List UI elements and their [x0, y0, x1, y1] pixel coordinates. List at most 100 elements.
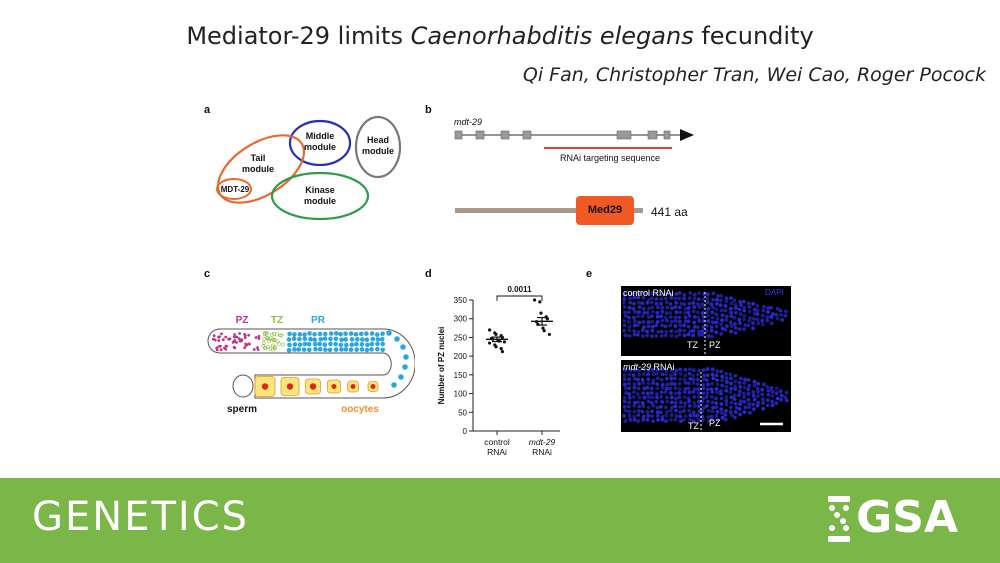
dapi-nucleus [655, 395, 659, 400]
dapi-nucleus [641, 306, 646, 311]
dapi-nucleus [669, 376, 674, 381]
dapi-nucleus [739, 303, 743, 307]
dapi-nucleus [622, 323, 627, 328]
tz-cell [262, 332, 267, 337]
dapi-nucleus [718, 298, 723, 303]
pr-cell [312, 337, 318, 342]
dapi-nucleus [720, 374, 725, 379]
dapi-nucleus [737, 389, 742, 394]
dapi-nucleus [645, 333, 650, 338]
dapi-nucleus [628, 417, 633, 422]
dapi-nucleus [688, 367, 692, 372]
dapi-nucleus [715, 369, 720, 374]
dapi-nucleus [678, 310, 683, 315]
dapi-nucleus [677, 386, 682, 391]
dapi-nucleus [632, 385, 637, 390]
dapi-nucleus [774, 401, 779, 406]
pz-cell [224, 347, 228, 351]
dapi-nucleus [655, 405, 660, 410]
pr-cell [369, 341, 375, 347]
dapi-nucleus [622, 413, 627, 418]
dapi-nucleus [650, 319, 655, 324]
dapi-nucleus [741, 391, 746, 396]
dapi-nucleus [701, 305, 706, 309]
pz-cell [215, 348, 219, 352]
dapi-nucleus [724, 402, 729, 407]
dapi-nucleus [641, 295, 646, 300]
y-tick-label: 150 [454, 371, 468, 380]
dapi-nucleus [623, 314, 628, 319]
y-axis-label: Number of PZ nuclei [437, 327, 446, 405]
dapi-nucleus [701, 417, 705, 422]
dapi-nucleus [755, 386, 760, 391]
dapi-nucleus [669, 395, 674, 400]
dapi-nucleus [645, 391, 650, 396]
pr-cell [369, 347, 374, 352]
dapi-nucleus [649, 334, 654, 339]
pz-cell [212, 334, 216, 338]
dapi-nucleus [696, 387, 701, 391]
dapi-nucleus [770, 389, 775, 394]
data-point [539, 311, 543, 315]
page-title: Mediator-29 limits Caenorhabditis elegan… [0, 22, 1000, 50]
dapi-nucleus [686, 332, 691, 337]
control-rnai-label: control RNAi [623, 288, 674, 298]
dapi-nucleus [636, 295, 641, 300]
dapi-nucleus [691, 377, 696, 382]
pr-cell [338, 331, 343, 337]
dapi-nucleus [719, 293, 724, 298]
pz-cell [243, 346, 247, 350]
dapi-nucleus [691, 419, 696, 424]
dapi-nucleus [659, 301, 663, 306]
pr-cell [343, 331, 348, 336]
dapi-nucleus [678, 328, 682, 333]
dapi-nucleus [743, 405, 748, 410]
dapi-nucleus [706, 314, 710, 319]
dapi-nucleus [664, 368, 669, 373]
dapi-nucleus [673, 417, 678, 422]
dapi-nucleus [696, 310, 700, 315]
med29-domain [576, 196, 634, 225]
pr-cell [370, 336, 376, 342]
dapi-nucleus [700, 329, 705, 334]
dapi-nucleus [752, 379, 757, 384]
dapi-nucleus [733, 384, 737, 389]
dapi-nucleus [645, 300, 650, 305]
dapi-nucleus [702, 291, 707, 296]
pr-cell [339, 347, 344, 352]
dapi-nucleus [724, 395, 729, 400]
dapi-nucleus [646, 324, 651, 329]
dapi-nucleus [770, 394, 775, 398]
dapi-nucleus [632, 414, 637, 419]
dapi-nucleus [656, 417, 660, 422]
dapi-nucleus [701, 391, 706, 396]
dapi-nucleus [642, 367, 647, 372]
dapi-nucleus [636, 386, 641, 391]
gsa-logo[interactable]: GSA [856, 492, 958, 543]
dapi-nucleus [696, 297, 701, 302]
dapi-nucleus [709, 417, 714, 422]
dapi-nucleus [673, 391, 678, 396]
dapi-nucleus [780, 318, 785, 322]
dapi-nucleus [765, 315, 770, 320]
data-point [488, 328, 492, 332]
journal-logo[interactable]: GENETICS [32, 494, 250, 540]
dapi-nucleus [691, 301, 696, 305]
dapi-nucleus [622, 395, 627, 400]
dapi-nucleus [774, 386, 779, 391]
tz-cell [269, 332, 274, 337]
panel-d-letter: d [425, 268, 432, 280]
pr-cell [317, 331, 323, 337]
dapi-nucleus [724, 376, 729, 380]
dapi-nucleus [665, 409, 670, 414]
pr-cell [312, 341, 318, 347]
panel-c-letter: c [204, 268, 211, 280]
dapi-nucleus [669, 368, 674, 373]
dapi-nucleus [706, 408, 711, 413]
pr-cell [297, 332, 303, 337]
pr-cell [349, 337, 355, 342]
dapi-nucleus [778, 389, 783, 394]
exon [647, 130, 658, 140]
